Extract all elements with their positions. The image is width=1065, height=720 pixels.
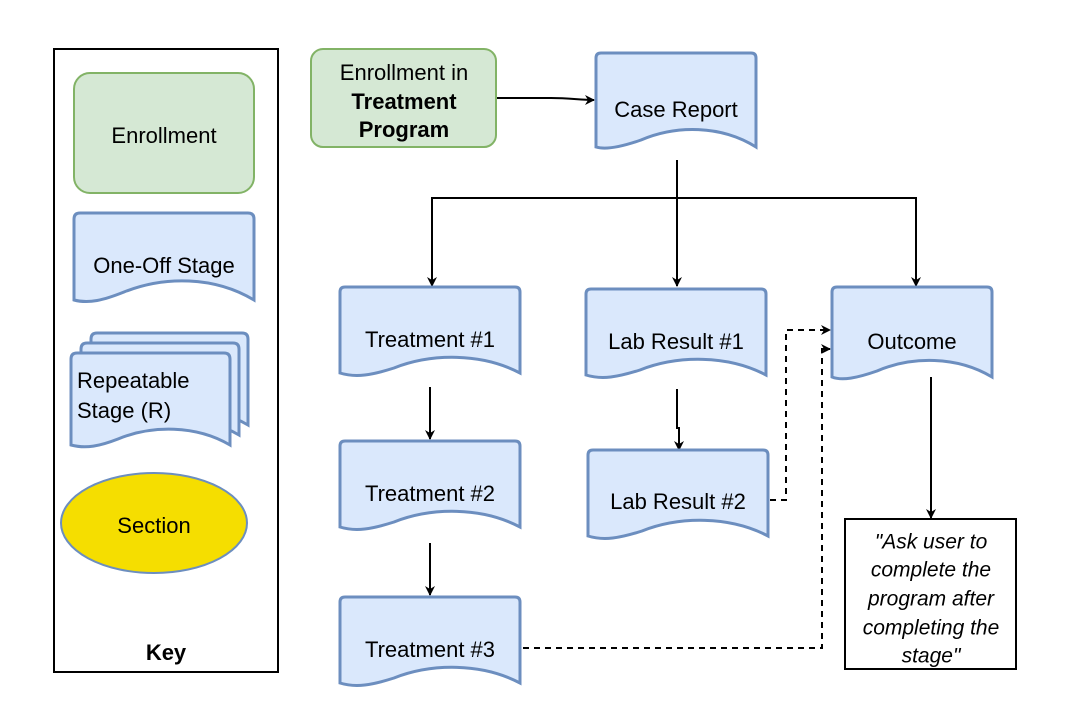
note-line1: "Ask user to (875, 531, 988, 554)
enrollment-label-line1: Enrollment in (340, 60, 468, 85)
key-section-label: Section (117, 513, 190, 538)
arrow-case-report-to-treatment1 (427, 197, 677, 287)
key-one-off-shape (72, 211, 256, 304)
arrow-lab1-to-lab2 (674, 389, 684, 451)
key-repeatable-label-line1: Repeatable (77, 368, 190, 393)
dashed-arrow-lab2-to-outcome (770, 325, 831, 501)
key-repeatable-label-line2: Stage (R) (77, 398, 171, 423)
key-enrollment-shape (73, 72, 255, 194)
lab2-label: Lab Result #2 (610, 489, 746, 514)
completion-note: "Ask user to complete the program after … (844, 518, 1017, 670)
treatment2-label: Treatment #2 (365, 481, 495, 506)
note-line4: completing the (863, 617, 1000, 640)
enrollment-label-line2: Treatment (351, 89, 457, 114)
note-line5: stage" (902, 645, 962, 668)
treatment1-label: Treatment #1 (365, 327, 495, 352)
case-report-label: Case Report (614, 97, 738, 122)
treatment3-label: Treatment #3 (365, 637, 495, 662)
key-enrollment-label: Enrollment (111, 123, 216, 148)
lab2-node: Lab Result #2 (586, 448, 770, 540)
note-line3: program after (867, 588, 995, 611)
enrollment-label-line3: Program (359, 117, 449, 142)
outcome-node: Outcome (830, 285, 994, 381)
key-repeatable-shape (69, 331, 250, 449)
outcome-label: Outcome (867, 329, 956, 354)
key-section-shape (60, 472, 248, 574)
case-report-node: Case Report (594, 51, 758, 150)
lab1-label: Lab Result #1 (608, 329, 744, 354)
enrollment-node: Enrollment in Treatment Program (310, 48, 497, 148)
key-one-off-label: One-Off Stage (93, 253, 234, 278)
treatment3-node: Treatment #3 (338, 595, 522, 687)
treatment1-node: Treatment #1 (338, 285, 522, 377)
key-panel: Enrollment One-Off Stage Repeatable Stag… (53, 48, 279, 673)
connectors (425, 94, 936, 649)
treatment2-node: Treatment #2 (338, 439, 522, 531)
key-title: Key (146, 640, 187, 665)
lab1-node: Lab Result #1 (584, 287, 768, 379)
note-line2: complete the (871, 559, 991, 582)
arrow-enrollment-to-case-report (497, 94, 595, 105)
arrow-case-report-to-outcome (677, 197, 921, 287)
